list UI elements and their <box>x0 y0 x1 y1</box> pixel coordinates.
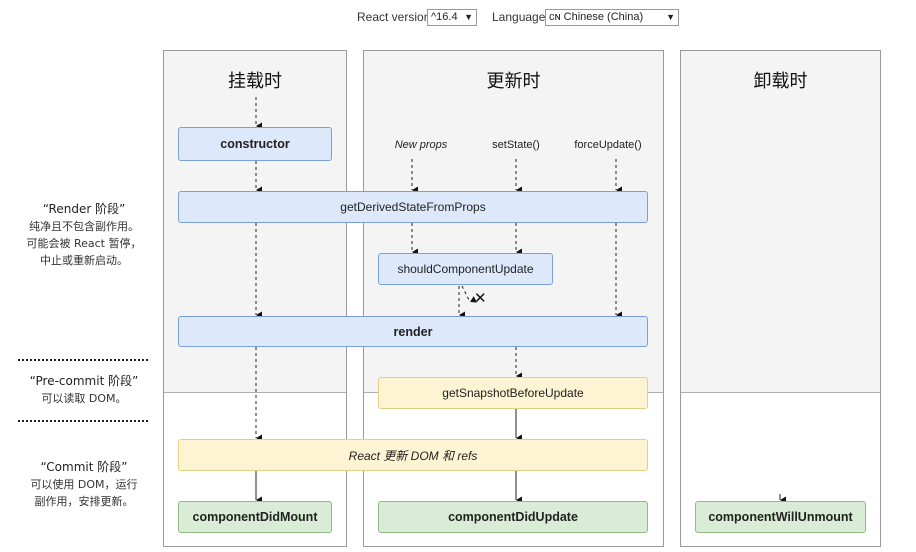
setstate-trigger: setState() <box>492 139 540 151</box>
forceupdate-trigger: forceUpdate() <box>574 139 642 151</box>
react-update-dom-box: React 更新 DOM 和 refs <box>178 439 648 471</box>
language-select[interactable]: ᴄɴ Chinese (China) ▼ <box>545 9 679 26</box>
precommit-stage-description: “Pre-commit 阶段” 可以读取 DOM。 <box>8 373 160 407</box>
will-unmount-box: componentWillUnmount <box>695 501 866 533</box>
commit-stage-description: “Commit 阶段” 可以使用 DOM，运行 副作用，安排更新。 <box>8 459 160 510</box>
react-version-select[interactable]: ^16.4 ▼ <box>427 9 477 26</box>
stage-divider <box>681 392 880 393</box>
unmounting-column-title: 卸载时 <box>753 71 808 92</box>
render-box: render <box>178 316 648 347</box>
language-value: ᴄɴ Chinese (China) <box>549 11 644 23</box>
render-stage-name: “Render 阶段” <box>42 202 126 216</box>
mounting-column-title: 挂载时 <box>228 71 282 92</box>
commit-stage-name: “Commit 阶段” <box>40 460 128 474</box>
get-snapshot-box: getSnapshotBeforeUpdate <box>378 377 648 409</box>
new-props-trigger: New props <box>394 139 448 151</box>
commit-stage-line: 副作用，安排更新。 <box>34 495 134 508</box>
react-version-label: React version <box>357 10 431 24</box>
arrow-scu-cancel <box>461 285 477 303</box>
stage-separator <box>18 420 148 422</box>
language-label: Language <box>492 10 546 24</box>
react-version-value: ^16.4 <box>431 11 458 23</box>
render-stage-line: 中止或重新启动。 <box>40 254 128 267</box>
get-derived-state-box: getDerivedStateFromProps <box>178 191 648 223</box>
chevron-down-icon: ▼ <box>666 12 675 22</box>
cancel-icon: ✕ <box>474 290 487 307</box>
did-mount-box: componentDidMount <box>178 501 332 533</box>
stage-divider <box>164 392 346 393</box>
render-stage-line: 纯净且不包含副作用。 <box>29 220 139 233</box>
unmounting-column: 卸载时 <box>680 50 881 547</box>
constructor-box: constructor <box>178 127 332 161</box>
render-stage-description: “Render 阶段” 纯净且不包含副作用。 可能会被 React 暂停， 中止… <box>8 201 160 269</box>
render-stage-line: 可能会被 React 暂停， <box>26 237 142 250</box>
precommit-stage-name: “Pre-commit 阶段” <box>29 374 139 388</box>
commit-stage-line: 可以使用 DOM，运行 <box>30 478 138 491</box>
precommit-stage-line: 可以读取 DOM。 <box>41 392 127 405</box>
stage-separator <box>18 359 148 361</box>
did-update-box: componentDidUpdate <box>378 501 648 533</box>
chevron-down-icon: ▼ <box>464 12 473 22</box>
should-update-box: shouldComponentUpdate <box>378 253 553 285</box>
updating-column-title: 更新时 <box>486 71 541 92</box>
